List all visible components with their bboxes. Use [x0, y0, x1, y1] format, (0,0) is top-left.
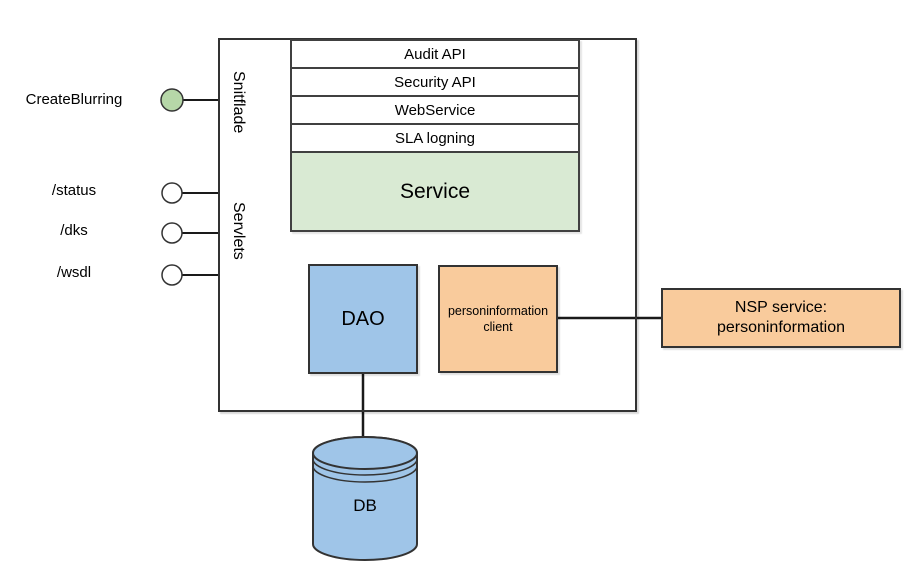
endpoint-label-status: /status	[51, 182, 97, 199]
personinformation-client-box: personinformation client	[438, 265, 558, 373]
db-cylinder-ring-1	[312, 458, 418, 476]
db-cylinder-ring-2	[312, 465, 418, 483]
nsp-label-line1: NSP service:	[734, 299, 828, 316]
wsdl-endpoint-circle	[161, 264, 183, 286]
status-endpoint-circle	[161, 182, 183, 204]
client-label-line2: client	[483, 320, 513, 334]
dao-label: DAO	[341, 307, 385, 330]
dao-box: DAO	[308, 264, 418, 374]
layer-bar-sla-logning: SLA logning	[292, 125, 578, 153]
client-label-line1: personinformation	[447, 304, 549, 318]
section-label-snitflade: Snitflade	[230, 70, 247, 134]
layer-bar-security-api: Security API	[292, 69, 578, 97]
section-label-servlets: Servlets	[230, 202, 247, 260]
nsp-service-box: NSP service: personinformation	[661, 288, 901, 348]
api-layer-stack: Audit API Security API WebService SLA lo…	[290, 39, 580, 232]
endpoint-label-wsdl: /wsdl	[56, 264, 92, 281]
db-label: DB	[353, 496, 377, 515]
layer-bar-webservice: WebService	[292, 97, 578, 125]
db-cylinder-top	[312, 436, 418, 470]
dks-endpoint-circle	[161, 222, 183, 244]
layer-bar-audit-api: Audit API	[292, 41, 578, 69]
nsp-label-line2: personinformation	[716, 319, 846, 336]
service-box: Service	[292, 153, 578, 230]
createblurring-endpoint-circle	[160, 88, 184, 112]
endpoint-label-dks: /dks	[60, 222, 88, 239]
endpoint-label-createblurring: CreateBlurring	[25, 91, 123, 108]
